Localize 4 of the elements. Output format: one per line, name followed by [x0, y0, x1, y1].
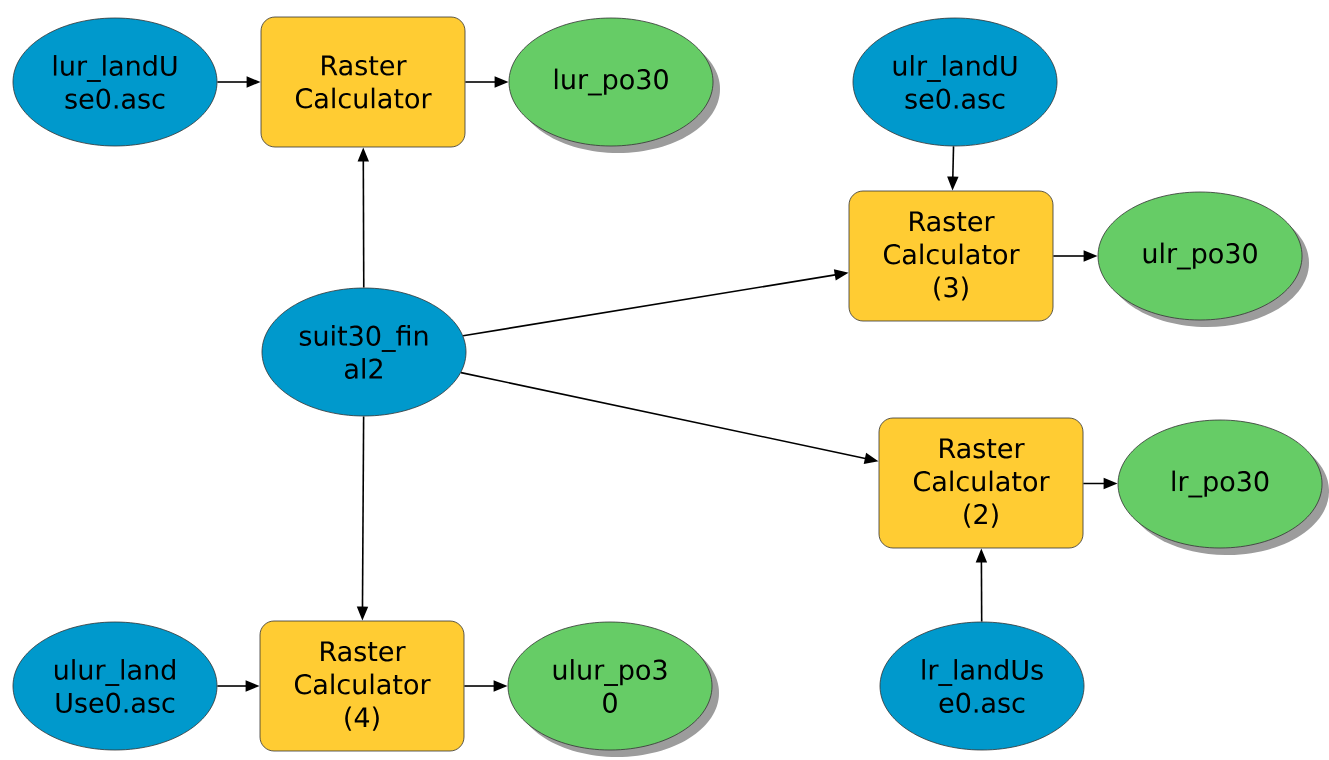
process-box: Raster Calculator (3)	[848, 190, 1054, 322]
process-box: Raster Calculator (2)	[878, 417, 1084, 549]
process-box: Raster Calculator (4)	[259, 620, 465, 752]
process-box: Raster Calculator	[260, 16, 466, 148]
